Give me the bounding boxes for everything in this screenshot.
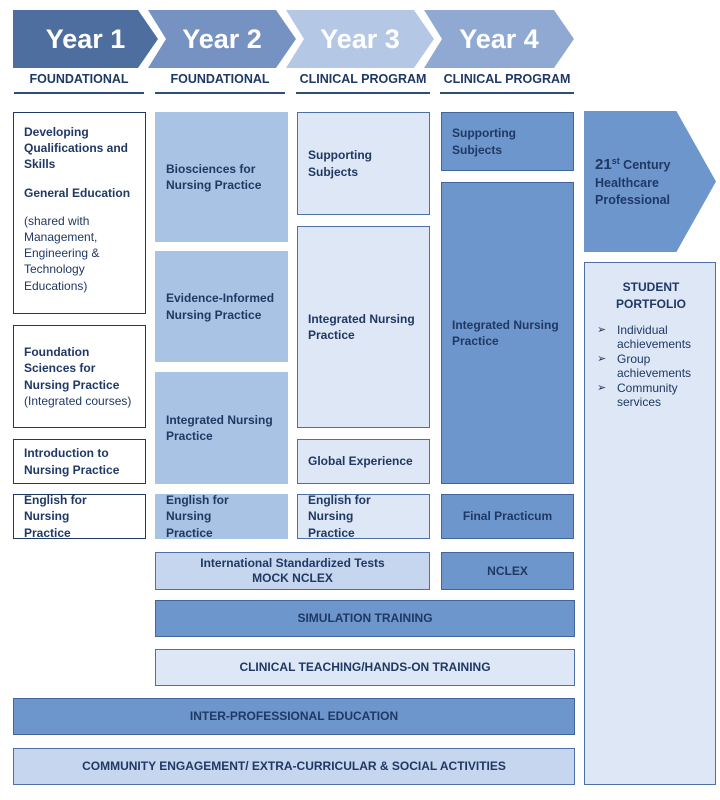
outcome-line-3: Professional [595, 193, 671, 208]
intro-nursing-box: Introduction to Nursing Practice [13, 439, 146, 484]
integrated-year-2-box: Integrated Nursing Practice [155, 372, 288, 484]
outcome-arrow: 21st Century Healthcare Professional [584, 111, 716, 252]
student-portfolio-panel: STUDENT PORTFOLIO Individualachievements… [584, 262, 716, 785]
interprof-label: INTER-PROFESSIONAL EDUCATION [189, 709, 399, 724]
year-4-arrow: Year 4 [424, 10, 574, 68]
found-line-4: (Integrated courses) [24, 393, 132, 408]
evid-line-2: Nursing Practice [166, 307, 262, 322]
inter-professional-band: INTER-PROFESSIONAL EDUCATION [13, 698, 575, 735]
year-2-arrow: Year 2 [148, 10, 296, 68]
shared-line-2: Management, [24, 229, 98, 244]
eng1-line-2: Practice [24, 525, 71, 540]
portfolio-title: STUDENT PORTFOLIO [597, 279, 705, 313]
foundation-sciences-box: Foundation Sciences for Nursing Practice… [13, 325, 146, 428]
found-line-3: Nursing Practice [24, 377, 120, 392]
int2-line-2: Practice [166, 429, 213, 443]
community-label: COMMUNITY ENGAGEMENT/ EXTRA-CURRICULAR &… [82, 759, 506, 774]
dev-line-2: Qualifications and [24, 141, 129, 156]
final-practicum-label: Final Practicum [462, 509, 553, 524]
english-year-2-box: English for Nursing Practice [155, 493, 288, 540]
sup3-line-2: Subjects [308, 164, 359, 179]
phase-label-year-4: CLINICAL PROGRAM [440, 72, 574, 94]
int3-line-2: Practice [308, 328, 355, 342]
nclex-label: NCLEX [487, 563, 528, 578]
portfolio-title-line-2: PORTFOLIO [616, 296, 686, 311]
global-experience-box: Global Experience [297, 439, 430, 484]
int4-line-2: Practice [452, 334, 499, 348]
found-line-1: Foundation [24, 345, 90, 360]
int4-line-1: Integrated Nursing [452, 317, 559, 332]
nclex-box: NCLEX [441, 552, 574, 590]
biosciences-box: Biosciences for Nursing Practice [155, 112, 288, 242]
intro-line-2: Nursing Practice [24, 462, 120, 477]
century-word: Century [619, 158, 671, 173]
supporting-year-3-box: Supporting Subjects [297, 112, 430, 215]
eng1-line-1: English for Nursing [24, 493, 87, 524]
community-engagement-band: COMMUNITY ENGAGEMENT/ EXTRA-CURRICULAR &… [13, 748, 575, 785]
dev-line-1: Developing [24, 125, 89, 139]
general-education-label: General Education [24, 185, 131, 200]
century-number: 21 [595, 156, 612, 174]
english-year-3-box: English for Nursing Practice [297, 493, 430, 540]
final-practicum-box: Final Practicum [441, 494, 574, 539]
year-3-label: Year 3 [320, 23, 400, 54]
phase-label-year-2: FOUNDATIONAL [155, 72, 285, 94]
developing-qualifications-box: Developing Qualifications and Skills Gen… [13, 112, 146, 314]
shared-line-3: Engineering & [24, 246, 100, 261]
sup4-line-2: Subjects [452, 142, 503, 157]
simulation-label: SIMULATION TRAINING [297, 611, 433, 626]
phase-label-year-1: FOUNDATIONAL [14, 72, 144, 94]
century-suffix: st [611, 156, 620, 166]
clinical-label: CLINICAL TEACHING/HANDS-ON TRAINING [239, 660, 491, 675]
outcome-line-2: Healthcare [595, 176, 659, 191]
eng2-line-1: English for Nursing [166, 493, 229, 524]
year-4-label: Year 4 [459, 23, 539, 54]
phase-label-year-3: CLINICAL PROGRAM [296, 72, 430, 94]
evid-line-1: Evidence-Informed [166, 291, 275, 306]
year-2-label: Year 2 [182, 23, 262, 54]
sup4-line-1: Supporting [452, 126, 516, 141]
integrated-year-3-box: Integrated Nursing Practice [297, 226, 430, 428]
eng3-line-1: English for Nursing [308, 493, 371, 524]
sup3-line-1: Supporting [308, 148, 372, 163]
evidence-informed-box: Evidence-Informed Nursing Practice [155, 251, 288, 362]
tests-line-1: International Standardized Tests [200, 556, 385, 570]
english-year-1-box: English for Nursing Practice [13, 493, 146, 540]
eng3-line-2: Practice [308, 525, 355, 540]
standardized-tests-band: International Standardized Tests MOCK NC… [155, 552, 430, 590]
shared-line-5: Educations) [24, 278, 88, 293]
year-3-arrow: Year 3 [286, 10, 434, 68]
int3-line-1: Integrated Nursing [308, 311, 415, 326]
eng2-line-2: Practice [166, 525, 213, 540]
bio-line-1: Biosciences for [166, 161, 256, 176]
intro-line-1: Introduction to [24, 446, 109, 461]
portfolio-title-line-1: STUDENT [622, 280, 680, 294]
supporting-year-4-box: Supporting Subjects [441, 112, 574, 171]
tests-line-2: MOCK NCLEX [252, 571, 333, 585]
dev-line-3: Skills [24, 157, 56, 172]
simulation-training-band: SIMULATION TRAINING [155, 600, 575, 637]
int2-line-1: Integrated Nursing [166, 412, 273, 427]
shared-line-1: (shared with [24, 213, 90, 228]
clinical-teaching-band: CLINICAL TEACHING/HANDS-ON TRAINING [155, 649, 575, 686]
outcome-text: 21st Century Healthcare Professional [595, 155, 670, 209]
shared-line-4: Technology [24, 262, 85, 277]
bio-line-2: Nursing Practice [166, 178, 262, 192]
found-line-2: Sciences for [24, 361, 96, 376]
integrated-year-4-box: Integrated Nursing Practice [441, 182, 574, 484]
global-label: Global Experience [308, 454, 413, 469]
year-1-arrow: Year 1 [13, 10, 158, 68]
year-1-label: Year 1 [45, 23, 126, 54]
